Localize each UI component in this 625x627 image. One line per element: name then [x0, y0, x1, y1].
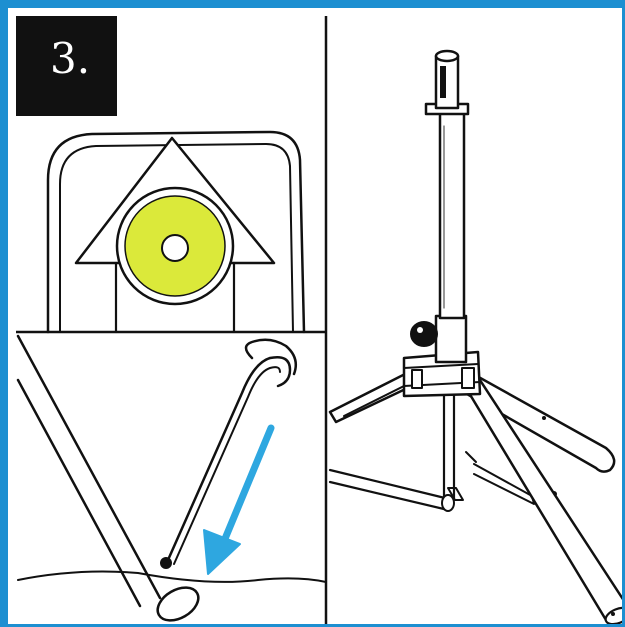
front-leg-rivet	[611, 612, 615, 616]
mast-top-cap	[434, 49, 460, 63]
peg-hook-curl	[244, 338, 297, 376]
mast-top-post	[434, 54, 460, 110]
peg-insertion-detail	[16, 334, 327, 622]
insert-arrow-shaft	[218, 424, 275, 550]
lamp-housing-outer	[46, 130, 306, 334]
hub-line-top	[403, 363, 479, 369]
leg-tube-edge-lower	[16, 378, 142, 608]
hub-slot-right	[461, 367, 475, 389]
lens-center-hole	[161, 234, 189, 262]
locking-knob-icon	[410, 321, 438, 347]
insert-arrow-head	[203, 529, 241, 575]
lower-sleeve	[434, 314, 468, 364]
tripod-stand-assembly	[328, 49, 622, 624]
panel-dividers	[16, 16, 328, 624]
step-number-label: 3.	[16, 16, 117, 116]
right-leg-rivet	[542, 416, 546, 420]
brace-link	[465, 451, 477, 463]
hub-slot-left	[411, 369, 423, 389]
ground-line	[17, 570, 327, 583]
front-leg	[458, 372, 622, 622]
lamp-housing-inner	[59, 143, 294, 333]
mast-top-slot	[440, 66, 446, 98]
peg-hole	[160, 557, 172, 569]
front-leg-foot	[604, 606, 622, 624]
peg-shaft-back	[173, 366, 281, 565]
lamp-head-closeup	[46, 130, 306, 334]
leg-tube-edge-upper	[16, 334, 162, 600]
knob-highlight	[417, 327, 423, 333]
peg-shaft-front	[166, 356, 292, 562]
left-brace	[328, 468, 450, 512]
leg-tube-end	[156, 586, 200, 622]
right-leg	[458, 368, 616, 473]
back-brace-joint	[441, 494, 455, 512]
